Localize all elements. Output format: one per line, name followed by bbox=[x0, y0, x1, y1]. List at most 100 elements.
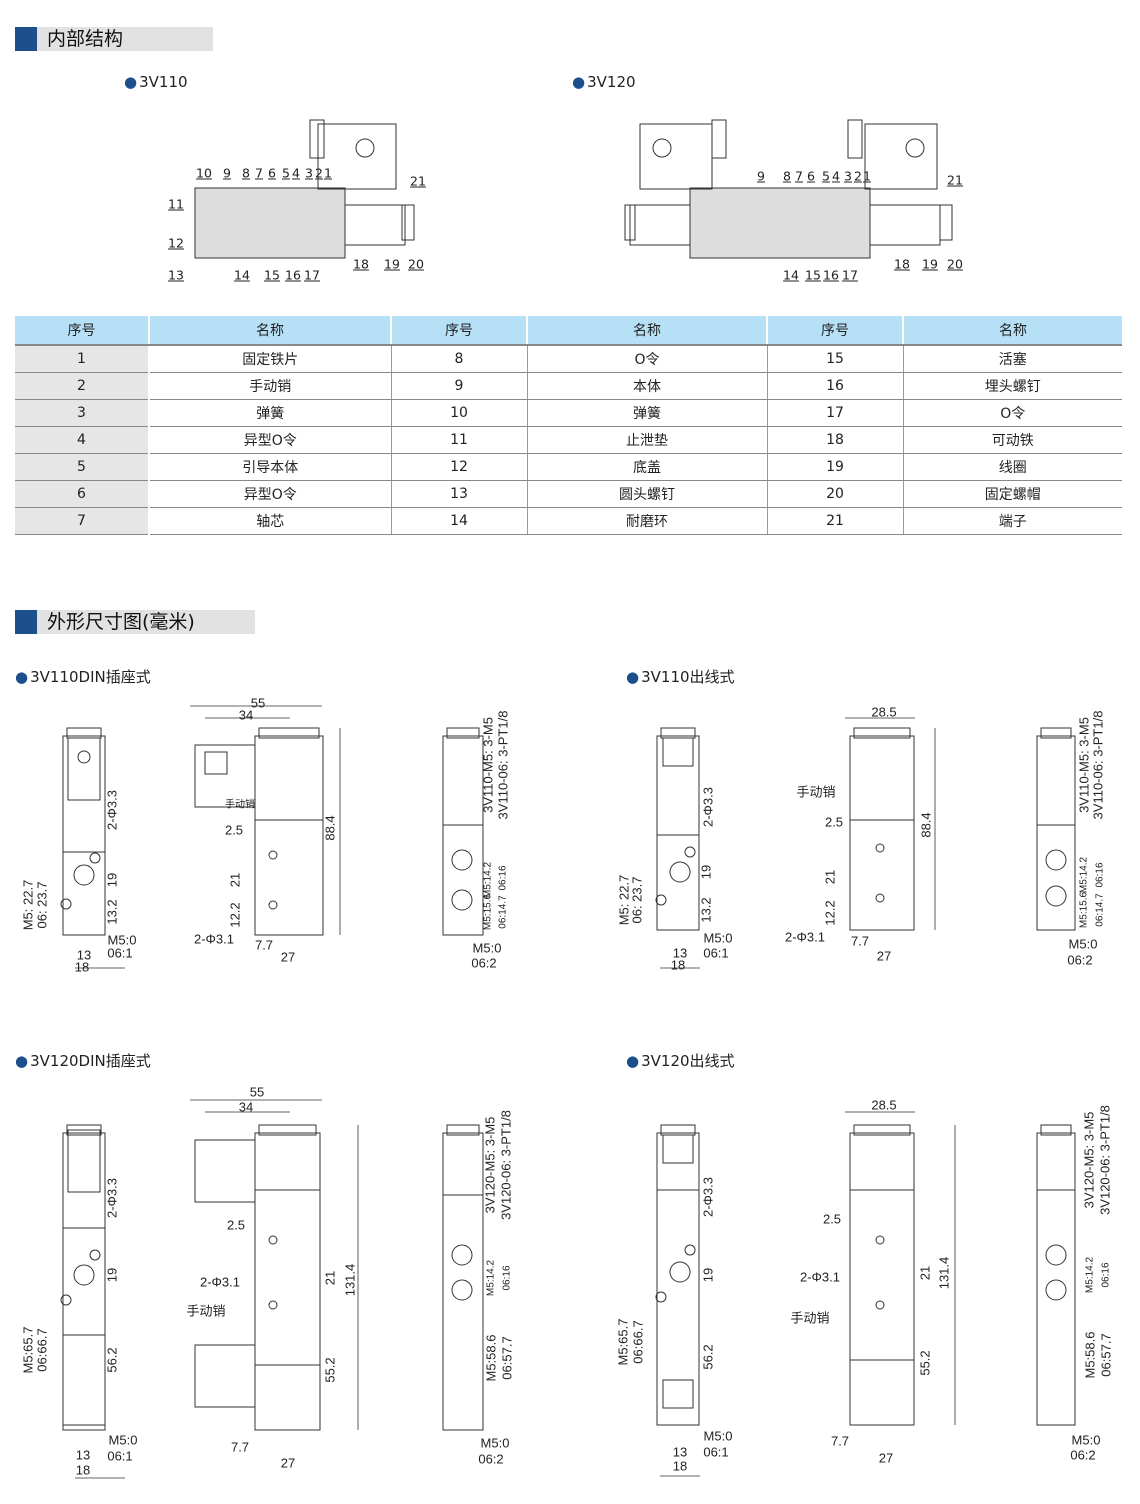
cell-name: 埋头螺钉 bbox=[902, 372, 1122, 400]
side-view-coil bbox=[254, 1132, 321, 1191]
dimension-label: 56.2 bbox=[700, 1344, 716, 1370]
side-view-cap bbox=[853, 727, 911, 739]
callout-number: 14 bbox=[783, 267, 799, 283]
callout-number: 10 bbox=[196, 165, 212, 181]
port-circle bbox=[1045, 849, 1067, 871]
section-title: 外形尺寸图(毫米) bbox=[47, 611, 195, 633]
nut bbox=[624, 204, 636, 241]
cell-seq: 12 bbox=[390, 453, 527, 481]
front-view-body bbox=[62, 1227, 106, 1431]
port-circle bbox=[451, 889, 473, 911]
dimension-label: 27 bbox=[280, 1455, 296, 1471]
nut bbox=[939, 204, 953, 241]
dimension-label: 06: 23.7 bbox=[34, 881, 50, 929]
drawing-title-text: 3V120DIN插座式 bbox=[30, 1052, 151, 1070]
rear-view-body bbox=[442, 824, 484, 936]
dimension-label: M5:0 bbox=[107, 932, 137, 948]
dimension-label: 2-Φ3.1 bbox=[199, 1274, 241, 1290]
rear-view-coil bbox=[1036, 735, 1076, 826]
dimension-label: M5:14.2 bbox=[482, 861, 494, 899]
dimension-label: 131.4 bbox=[936, 1256, 952, 1290]
din-connector bbox=[67, 1129, 101, 1193]
dimension-label: 3V110-M5: 3-M5 bbox=[1076, 717, 1092, 813]
callout-number: 18 bbox=[894, 256, 910, 272]
connector-section bbox=[864, 123, 938, 190]
dimension-label: 13 bbox=[672, 945, 688, 961]
dimension-label: 06:2 bbox=[478, 1451, 504, 1467]
dimension-label: 3V120-M5: 3-M5 bbox=[482, 1116, 498, 1214]
cell-seq: 16 bbox=[766, 372, 903, 400]
dimension-label: 06:16 bbox=[1094, 862, 1106, 888]
callout-number: 4 bbox=[832, 168, 840, 184]
front-view-body bbox=[656, 1189, 700, 1426]
callout-number: 20 bbox=[408, 256, 424, 272]
port-circle bbox=[60, 1294, 72, 1306]
dimension-label: 27 bbox=[876, 948, 892, 964]
dimension-label: 06:1 bbox=[107, 1448, 133, 1464]
dimension-label: 18 bbox=[672, 1458, 688, 1474]
section-title: 内部结构 bbox=[47, 28, 124, 50]
screw-icon bbox=[652, 138, 672, 158]
port-circle bbox=[655, 1291, 667, 1303]
dimension-label: 06: 23.7 bbox=[629, 876, 645, 924]
dimension-label: 13 bbox=[76, 947, 92, 963]
dimension-label: 19 bbox=[698, 864, 714, 880]
port-circle bbox=[875, 893, 885, 903]
port-circle bbox=[451, 1244, 473, 1266]
bullet-icon: ● bbox=[626, 668, 640, 686]
dimension-label: 手动销 bbox=[225, 799, 255, 811]
dimension-label: 7.7 bbox=[850, 933, 870, 949]
cell-seq: 1 bbox=[15, 345, 150, 373]
dimension-label: M5:0 bbox=[703, 930, 733, 946]
callout-number: 6 bbox=[807, 168, 815, 184]
callout-number: 17 bbox=[304, 267, 320, 283]
connector-section bbox=[639, 123, 713, 190]
dimension-label: 21 bbox=[822, 869, 838, 885]
dimension-label: 88.4 bbox=[918, 812, 934, 838]
dimension-label: 06:14.7 bbox=[497, 895, 509, 929]
callout-number: 11 bbox=[168, 196, 184, 212]
section-header-dimensions: 外形尺寸图(毫米) bbox=[15, 610, 255, 634]
dimension-label: 55 bbox=[249, 1084, 265, 1100]
coil-section bbox=[629, 204, 691, 246]
cell-name: O令 bbox=[526, 345, 767, 373]
dimension-label: 28.5 bbox=[871, 704, 897, 720]
cell-seq: 11 bbox=[390, 426, 527, 454]
cell-seq: 4 bbox=[15, 426, 150, 454]
callout-number: 15 bbox=[264, 267, 280, 283]
terminal bbox=[204, 751, 228, 775]
dimension-label: M5:58.6 bbox=[483, 1334, 499, 1382]
port-circle bbox=[655, 894, 667, 906]
din-connector bbox=[194, 744, 256, 808]
dimension-label: 3V120-06: 3-PT1/8 bbox=[1097, 1105, 1113, 1215]
din-connector bbox=[194, 1139, 256, 1203]
dimension-label: 2-Φ3.1 bbox=[193, 931, 235, 947]
dimension-label: 2-Φ3.3 bbox=[104, 1177, 120, 1219]
cell-seq: 6 bbox=[15, 480, 150, 508]
side-view-coil bbox=[849, 1132, 915, 1191]
header-name: 名称 bbox=[148, 316, 391, 346]
section-marker bbox=[15, 610, 37, 634]
wire-connector bbox=[662, 1134, 694, 1164]
dimension-label: M5:0 bbox=[472, 940, 502, 956]
din-connector bbox=[67, 737, 101, 801]
cell-name: 轴芯 bbox=[148, 507, 391, 535]
dimension-label: 55.2 bbox=[322, 1357, 338, 1383]
cell-seq: 2 bbox=[15, 372, 150, 400]
callout-number: 6 bbox=[268, 165, 276, 181]
drawing-title-text: 3V110出线式 bbox=[641, 668, 735, 686]
port-circle bbox=[875, 843, 885, 853]
cell-seq: 17 bbox=[766, 399, 903, 427]
side-view-cap bbox=[258, 727, 320, 739]
callout-number: 8 bbox=[783, 168, 791, 184]
wire-connector bbox=[662, 1379, 694, 1409]
cell-name: 弹簧 bbox=[526, 399, 767, 427]
side-view-coil bbox=[254, 735, 324, 821]
coil-lower bbox=[849, 1359, 915, 1426]
coil-section bbox=[344, 204, 406, 246]
port-circle bbox=[73, 1264, 95, 1286]
dimension-label: 55 bbox=[250, 695, 266, 711]
